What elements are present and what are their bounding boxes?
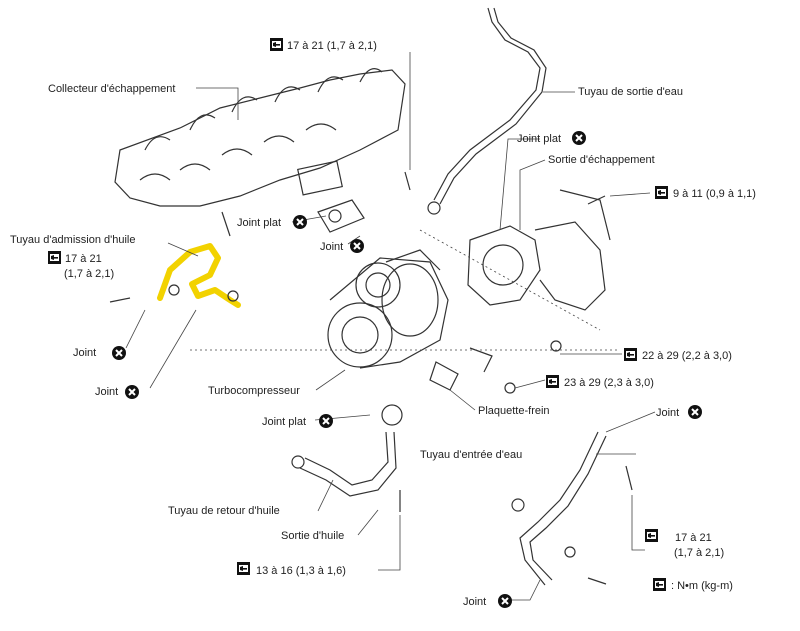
replace-mark-icon bbox=[571, 130, 587, 146]
torque-t1: 17 à 21 (1,7 à 2,1) bbox=[287, 40, 377, 52]
torque-t5: 23 à 29 (2,3 à 3,0) bbox=[564, 377, 654, 389]
torque-wrench-icon bbox=[653, 578, 666, 591]
label-tuyau-retour: Tuyau de retour d'huile bbox=[168, 505, 280, 517]
replace-mark-icon bbox=[349, 238, 365, 254]
replace-mark-icon bbox=[292, 214, 308, 230]
label-joint-plat-bottom: Joint plat bbox=[262, 416, 306, 428]
exhaust-manifold bbox=[114, 68, 406, 207]
label-joint-plat-left: Joint plat bbox=[237, 217, 281, 229]
torque-wrench-icon bbox=[48, 251, 61, 264]
manifold-gasket bbox=[317, 199, 365, 233]
replace-mark-icon bbox=[111, 345, 127, 361]
oil-intake-pipe bbox=[109, 211, 241, 308]
torque-t6-line1: 17 à 21 bbox=[675, 532, 712, 544]
replace-mark-icon bbox=[687, 404, 703, 420]
water-outlet-pipe bbox=[427, 7, 547, 215]
torque-wrench-icon bbox=[270, 38, 283, 51]
torque-wrench-icon bbox=[546, 375, 559, 388]
torque-t3-line1: 17 à 21 bbox=[65, 253, 102, 265]
label-joint-right: Joint bbox=[656, 407, 679, 419]
torque-wrench-icon bbox=[237, 562, 250, 575]
label-turbo: Turbocompresseur bbox=[208, 385, 300, 397]
label-sortie-huile: Sortie d'huile bbox=[281, 530, 344, 542]
torque-t6-line2: (1,7 à 2,1) bbox=[674, 547, 724, 559]
torque-t2: 9 à 11 (0,9 à 1,1) bbox=[673, 188, 756, 200]
label-tuyau-entree-eau: Tuyau d'entrée d'eau bbox=[420, 449, 522, 461]
torque-wrench-icon bbox=[655, 186, 668, 199]
replace-mark-icon bbox=[497, 593, 513, 609]
torque-t7: 13 à 16 (1,3 à 1,6) bbox=[256, 565, 346, 577]
replace-mark-icon bbox=[124, 384, 140, 400]
water-inlet-pipe bbox=[511, 431, 633, 586]
turbocharger bbox=[327, 249, 449, 369]
torque-t3-line2: (1,7 à 2,1) bbox=[64, 268, 114, 280]
label-joint-a: Joint bbox=[73, 347, 96, 359]
label-tuyau-admission: Tuyau d'admission d'huile bbox=[10, 234, 135, 246]
label-joint-b: Joint bbox=[95, 386, 118, 398]
label-sortie-echappement: Sortie d'échappement bbox=[548, 154, 655, 166]
torque-wrench-icon bbox=[645, 529, 658, 542]
label-collecteur: Collecteur d'échappement bbox=[48, 83, 175, 95]
oil-return-pipe bbox=[291, 404, 403, 512]
exhaust-outlet bbox=[467, 189, 611, 311]
label-joint-bottom: Joint bbox=[463, 596, 486, 608]
torque-wrench-icon bbox=[624, 348, 637, 361]
label-plaquette: Plaquette-frein bbox=[478, 405, 550, 417]
legend-unit: : N•m (kg-m) bbox=[671, 580, 733, 592]
label-joint-left-mid: Joint bbox=[320, 241, 343, 253]
replace-mark-icon bbox=[318, 413, 334, 429]
leader-lines bbox=[125, 52, 656, 601]
label-tuyau-sortie-eau: Tuyau de sortie d'eau bbox=[578, 86, 683, 98]
label-joint-plat-top: Joint plat bbox=[517, 133, 561, 145]
torque-t4: 22 à 29 (2,2 à 3,0) bbox=[642, 350, 732, 362]
